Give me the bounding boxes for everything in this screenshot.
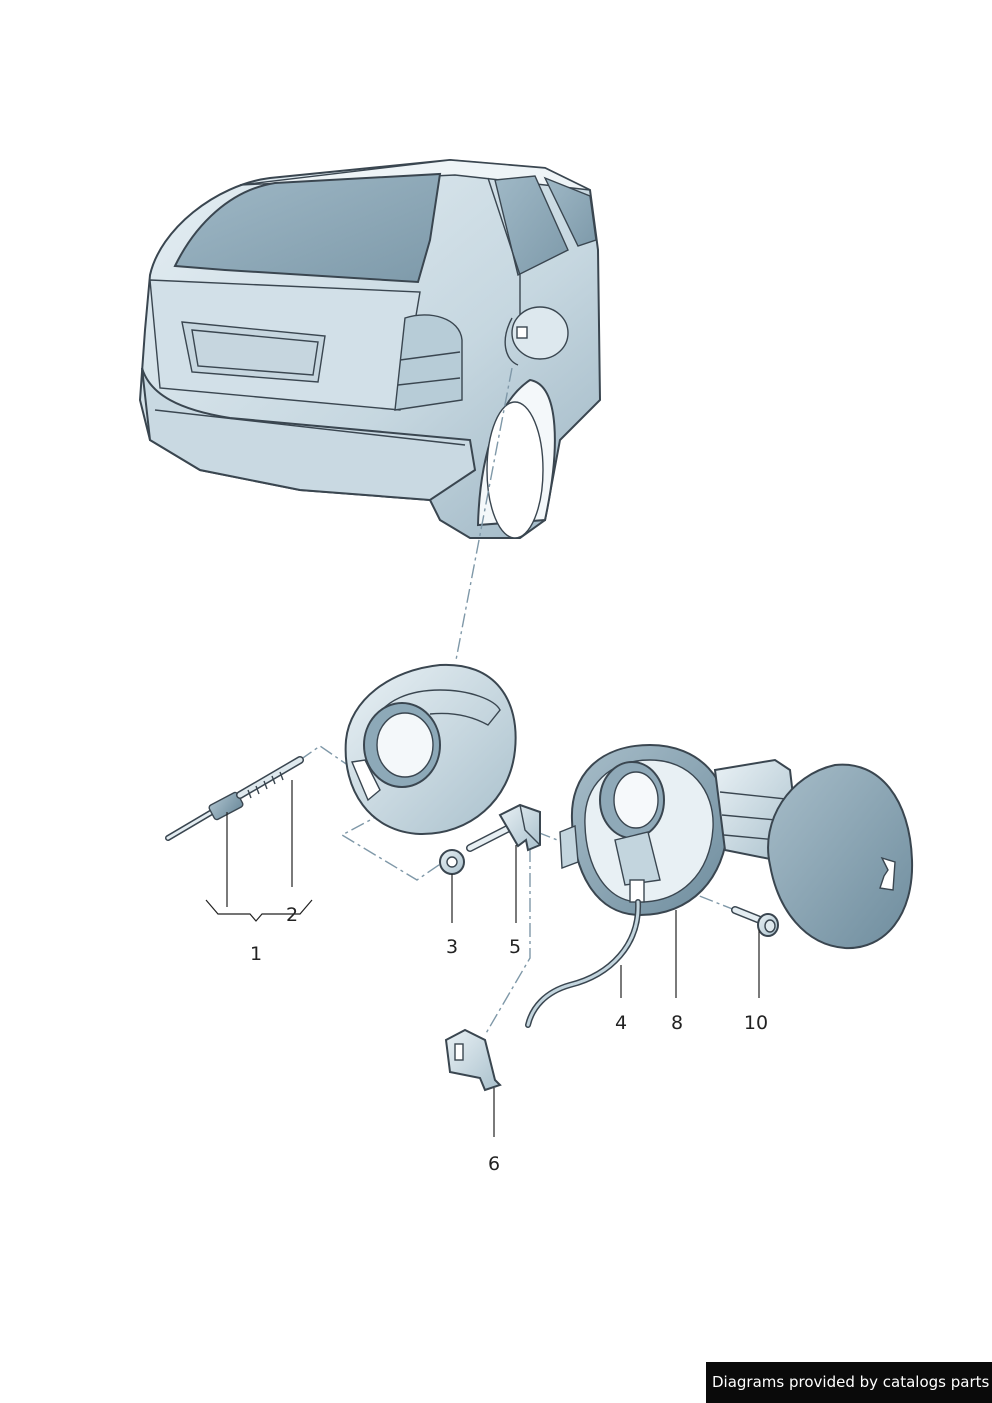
- filler-housing-with-flap: [525, 743, 914, 1028]
- callout-1: 1: [250, 943, 262, 965]
- leader-lines: [205, 780, 760, 1137]
- callout-10: 10: [744, 1012, 768, 1034]
- callout-4: 4: [615, 1012, 627, 1034]
- retaining-clip: [444, 1028, 502, 1092]
- callouts: 1 2 3 5 4 8 10 6: [250, 904, 768, 1175]
- side-window-rear: [494, 175, 569, 277]
- release-cable: [165, 756, 304, 841]
- fuel-flap-on-car: [511, 306, 569, 360]
- screw: [731, 906, 779, 937]
- callout-5: 5: [509, 936, 521, 958]
- side-window-front: [543, 176, 597, 247]
- lock-pin: [466, 803, 541, 852]
- rear-window: [173, 172, 442, 284]
- car-illustration: [138, 158, 602, 539]
- tail-light: [394, 314, 463, 411]
- rear-bumper: [141, 367, 477, 502]
- callout-8: 8: [671, 1012, 683, 1034]
- callout-3: 3: [446, 936, 458, 958]
- washer: [439, 849, 465, 875]
- footer-credit: Diagrams provided by catalogs parts: [706, 1362, 992, 1403]
- callout-6: 6: [488, 1153, 500, 1175]
- filler-housing-ring: [344, 663, 517, 836]
- callout-2: 2: [286, 904, 298, 926]
